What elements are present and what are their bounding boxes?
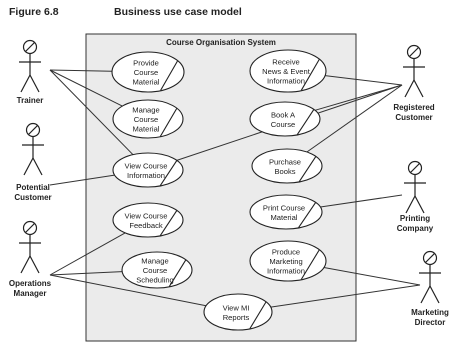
- business-slash: [160, 60, 178, 91]
- business-slash: [300, 249, 320, 280]
- use-case-label: View MI: [223, 303, 250, 312]
- actor-label: Manager: [14, 289, 47, 298]
- actor-label: Potential: [16, 183, 50, 192]
- use-case-label: Marketing: [269, 257, 302, 266]
- use-case-label: View Course: [125, 161, 168, 170]
- stick-figure-icon: [19, 39, 41, 93]
- association-line: [49, 69, 134, 156]
- association-line: [314, 84, 403, 111]
- business-slash: [159, 210, 178, 236]
- use-case-label: Feedback: [129, 221, 163, 230]
- use-case-label: Book A: [271, 110, 296, 119]
- use-case-label: Material: [132, 78, 159, 87]
- use-case-label: Reports: [223, 313, 250, 322]
- actor-trainer: Trainer: [17, 39, 44, 105]
- association-line: [306, 84, 403, 153]
- stick-figure-icon: [403, 44, 425, 98]
- actor-label: Printing: [400, 214, 430, 223]
- use-case-label: Material: [132, 125, 159, 134]
- association-line: [320, 194, 403, 208]
- association-line: [49, 174, 115, 186]
- association-line: [49, 232, 126, 276]
- association-line: [49, 274, 207, 307]
- system-name: Course Organisation System: [166, 38, 276, 47]
- business-slash: [296, 109, 315, 135]
- use-case-label: Books: [274, 167, 295, 176]
- use-case-label: Information: [267, 267, 305, 276]
- use-case-label: News & Event: [262, 67, 311, 76]
- stick-figure-icon: [404, 160, 426, 214]
- use-case-label: Course: [271, 120, 295, 129]
- actor-label: Company: [397, 224, 434, 233]
- stick-figure-icon: [419, 250, 441, 304]
- actor-label: Trainer: [17, 96, 44, 105]
- business-slash: [159, 108, 178, 137]
- use-case-label: Information: [267, 77, 305, 86]
- association-line: [49, 271, 123, 276]
- association-line: [323, 267, 421, 286]
- use-case-label: Course: [143, 266, 167, 275]
- use-case-label: Scheduling: [136, 276, 174, 285]
- use-case-label: Provide: [133, 59, 159, 68]
- actor-label: Director: [415, 318, 446, 327]
- use-case-label: Material: [270, 213, 297, 222]
- use-case-label: Purchase: [269, 157, 301, 166]
- use-case-label: Manage: [132, 106, 159, 115]
- business-slash: [298, 156, 317, 182]
- association-line: [270, 284, 421, 308]
- use-case-label: Course: [134, 68, 158, 77]
- association-line: [325, 75, 403, 86]
- business-slash: [249, 301, 267, 329]
- association-line: [49, 69, 123, 107]
- actor-label: Registered: [393, 103, 434, 112]
- use-case-label: Information: [127, 171, 165, 180]
- actor-label: Operations: [9, 279, 52, 288]
- figure-number: Figure 6.8: [9, 6, 59, 18]
- use-case-label: Course: [134, 115, 158, 124]
- business-slash: [159, 160, 178, 186]
- stick-figure-icon: [22, 122, 44, 176]
- figure-title: Business use case model: [114, 6, 242, 18]
- use-case-label: Manage: [141, 257, 168, 266]
- actor-label: Customer: [395, 113, 432, 122]
- use-case-label: Produce: [272, 248, 300, 257]
- business-slash: [298, 202, 316, 228]
- association-line: [49, 69, 113, 72]
- business-slash: [168, 259, 187, 287]
- use-case-label: Print Course: [263, 203, 305, 212]
- use-case-label: Receive: [272, 58, 299, 67]
- actor-label: Customer: [14, 193, 51, 202]
- stick-figure-icon: [19, 220, 41, 274]
- use-case-label: View Course: [125, 211, 168, 220]
- business-slash: [300, 59, 320, 91]
- actor-label: Marketing: [411, 308, 449, 317]
